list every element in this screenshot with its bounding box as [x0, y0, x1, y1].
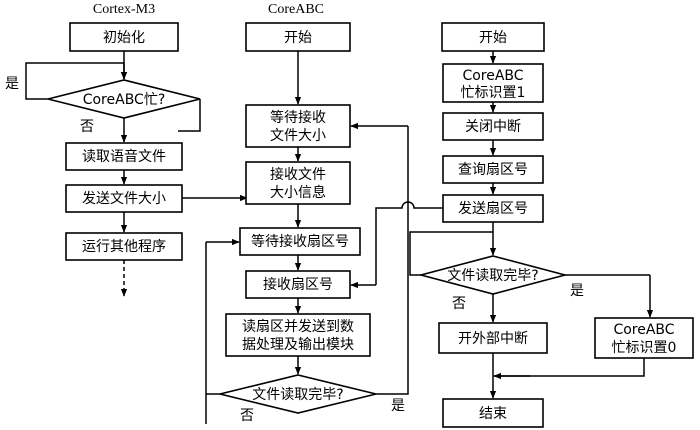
right-column: 开始 CoreABC 忙标识置1 关闭中断 查询扇区号 发送扇区号 文件读取完毕…	[409, 22, 694, 428]
busy-set1-box	[442, 63, 544, 103]
busy-set0-line1: CoreABC	[613, 322, 674, 338]
read-voice-label: 读取语音文件	[82, 148, 166, 165]
wait-size-box	[245, 104, 351, 148]
busy-no-label: 否	[80, 119, 94, 135]
middle-column: 开始 等待接收 文件大小 接收文件 大小信息 等待接收扇区号 接收扇区号 读扇区…	[205, 22, 409, 424]
wait-size-line1: 等待接收	[270, 109, 326, 126]
mid-done-diamond	[219, 374, 377, 414]
mid-start-label: 开始	[284, 30, 312, 46]
wait-size-line2: 文件大小	[270, 128, 326, 144]
send-size-box	[65, 184, 183, 213]
busy-set1-line2: 忙标识置1	[461, 85, 526, 101]
right-done-yes-label: 是	[570, 283, 584, 299]
open-ext-int-label: 开外部中断	[458, 331, 528, 347]
recv-size-line1: 接收文件	[270, 166, 326, 183]
recv-size-box	[245, 161, 351, 205]
query-sector-label: 查询扇区号	[458, 162, 528, 178]
busy-set1-line1: CoreABC	[462, 68, 523, 84]
mid-done-yes-label: 是	[391, 398, 405, 414]
read-sector-line1: 读扇区并发送到数	[242, 318, 354, 335]
mid-start-box	[245, 22, 351, 52]
wait-sector-label: 等待接收扇区号	[251, 233, 349, 250]
query-sector-box	[442, 155, 544, 184]
open-ext-int-box	[438, 322, 548, 354]
init-label: 初始化	[103, 29, 145, 46]
header-cortex-m3: Cortex-M3	[93, 2, 155, 17]
header-coreabc: CoreABC	[268, 2, 324, 17]
recv-sector-label: 接收扇区号	[263, 276, 333, 293]
recv-size-line2: 大小信息	[270, 184, 326, 201]
busy-check-label: CoreABC忙?	[83, 92, 166, 108]
right-start-box	[441, 22, 545, 52]
close-int-label: 关闭中断	[465, 119, 521, 135]
right-done-no-label: 否	[452, 296, 466, 312]
send-sector-label: 发送扇区号	[458, 201, 528, 217]
busy-set0-line2: 忙标识置0	[612, 340, 677, 356]
init-box	[69, 22, 179, 52]
run-other-label: 运行其他程序	[82, 239, 166, 255]
mid-done-label: 文件读取完毕?	[252, 386, 343, 403]
wait-sector-box	[239, 227, 361, 256]
left-column: 初始化 CoreABC忙? 是 否 读取语音文件 发送文件大小 运行其他程序	[5, 22, 201, 297]
right-done-label: 文件读取完毕?	[447, 267, 538, 284]
read-voice-box	[65, 142, 183, 171]
end-box	[442, 398, 544, 428]
read-sector-line2: 据处理及输出模块	[242, 337, 354, 353]
send-size-label: 发送文件大小	[82, 191, 166, 207]
mid-done-no-label: 否	[240, 408, 254, 424]
right-start-label: 开始	[479, 30, 507, 46]
end-label: 结束	[479, 406, 507, 422]
busy-set0-box	[594, 317, 694, 359]
busy-yes-label: 是	[5, 76, 19, 92]
